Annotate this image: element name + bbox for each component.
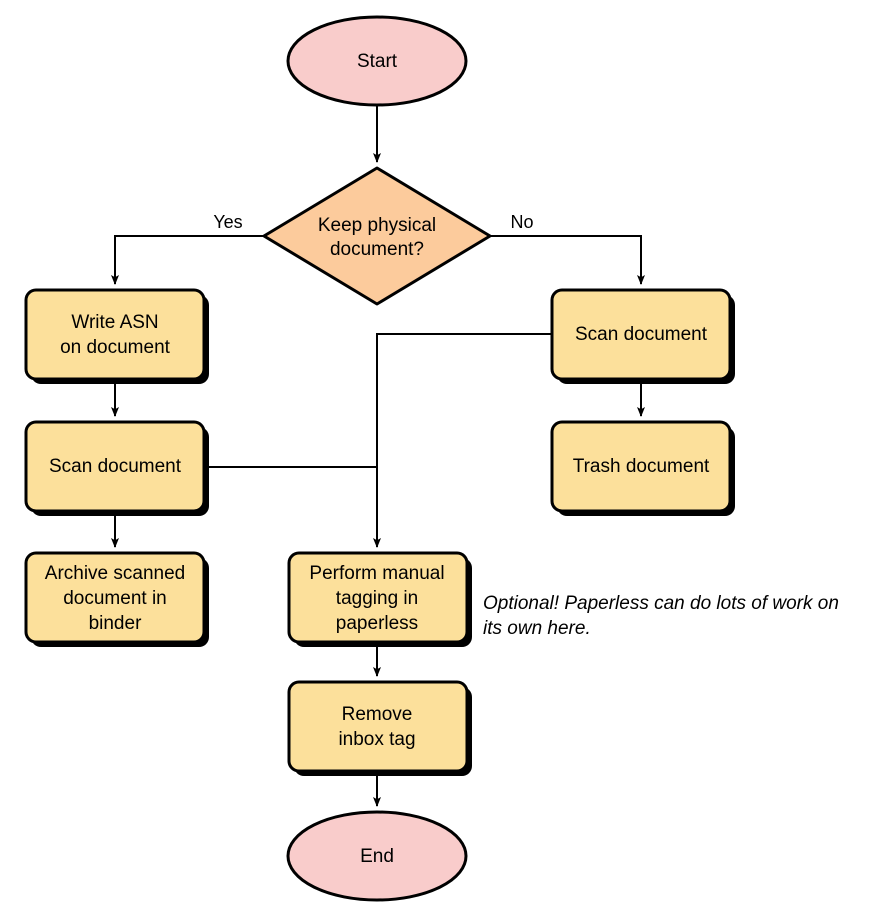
end-ellipse-shape xyxy=(286,810,468,902)
start-ellipse-shape xyxy=(286,15,468,107)
node-start[interactable]: Start xyxy=(286,15,468,107)
edge-labels-layer: Yes No xyxy=(213,212,533,232)
edge-label-yes: Yes xyxy=(213,212,242,232)
optional-note-line1: Optional! Paperless can do lots of work … xyxy=(483,593,839,614)
tagging-label-line2: tagging in xyxy=(336,588,418,609)
archive-label-line1: Archive scanned xyxy=(45,563,185,584)
start-label: Start xyxy=(357,51,398,72)
edge-decision-yes-to-write-asn xyxy=(111,235,264,285)
tagging-label-line1: Perform manual xyxy=(309,563,444,584)
node-end[interactable]: End xyxy=(286,810,468,902)
decision-label-line2: document? xyxy=(330,239,424,260)
write-asn-label-line2: on document xyxy=(60,337,171,358)
scan-right-label: Scan document xyxy=(575,324,708,345)
node-perform-manual-tagging-in-paperless[interactable]: Perform manual tagging in paperless xyxy=(287,551,472,647)
annotation-optional-note: Optional! Paperless can do lots of work … xyxy=(483,593,839,639)
node-scan-document-left[interactable]: Scan document xyxy=(24,420,209,516)
archive-rect-shape xyxy=(24,551,206,644)
tagging-rect-shape xyxy=(287,551,469,644)
trash-label: Trash document xyxy=(573,456,710,477)
write-asn-label-line1: Write ASN xyxy=(71,312,158,333)
end-label: End xyxy=(360,846,394,867)
node-decision-keep-physical-document[interactable]: Keep physical document? xyxy=(262,166,492,306)
node-write-asn-on-document[interactable]: Write ASN on document xyxy=(24,288,209,384)
scan-left-label: Scan document xyxy=(49,456,182,477)
remove-tag-rect-shape xyxy=(287,680,469,773)
archive-label-line2: document in xyxy=(63,588,167,609)
decision-diamond-shape xyxy=(262,166,492,306)
edge-decision-no-to-scan-right xyxy=(490,235,645,285)
archive-label-line3: binder xyxy=(89,613,142,634)
node-remove-inbox-tag[interactable]: Remove inbox tag xyxy=(287,680,472,776)
tagging-label-line3: paperless xyxy=(336,613,418,634)
node-trash-document[interactable]: Trash document xyxy=(550,420,735,516)
decision-label-line1: Keep physical xyxy=(318,215,436,236)
node-scan-document-right[interactable]: Scan document xyxy=(550,288,735,384)
scan-left-rect-shape xyxy=(24,420,206,513)
nodes-layer: Start Keep physical document? Write ASN … xyxy=(24,15,735,902)
edge-label-no: No xyxy=(510,212,533,232)
edges-layer xyxy=(111,105,645,807)
trash-rect-shape xyxy=(550,420,732,513)
write-asn-rect-shape xyxy=(24,288,206,381)
optional-note-line2: its own here. xyxy=(483,618,591,639)
remove-tag-label-line1: Remove xyxy=(342,704,413,725)
remove-tag-label-line2: inbox tag xyxy=(338,729,415,750)
edge-scan-right-to-tagging xyxy=(373,333,552,548)
node-archive-scanned-document-in-binder[interactable]: Archive scanned document in binder xyxy=(24,551,209,647)
scan-right-rect-shape xyxy=(550,288,732,381)
